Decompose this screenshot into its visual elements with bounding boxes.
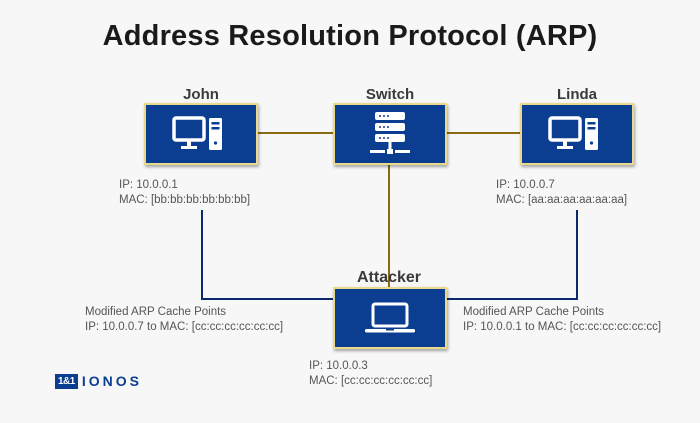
annotation-right-mapping: IP: 10.0.0.1 to MAC: [cc:cc:cc:cc:cc:cc] [463,321,662,333]
annotation-left-title: Modified ARP Cache Points [85,306,227,318]
annotation-left-mapping: IP: 10.0.0.7 to MAC: [cc:cc:cc:cc:cc:cc] [85,321,284,333]
switch-node[interactable] [333,103,447,165]
john-ip: IP: 10.0.0.1 [119,179,178,191]
linda-node[interactable] [520,103,634,165]
attacker-label: Attacker [356,269,422,286]
linda-label: Linda [557,86,597,103]
annotation-right-title: Modified ARP Cache Points [463,306,605,318]
network-switch-icon [370,112,410,154]
desktop-computer-icon [548,116,598,150]
link-john-attacker [201,210,335,300]
linda-info: IP: 10.0.0.7 MAC: [aa:aa:aa:aa:aa:aa] [496,178,627,208]
john-node[interactable] [144,103,258,165]
desktop-computer-icon [172,116,222,150]
ionos-logo: 1&1 IONOS [55,373,142,389]
linda-mac: MAC: [aa:aa:aa:aa:aa:aa] [496,194,628,206]
linda-ip: IP: 10.0.0.7 [496,179,555,191]
attacker-node[interactable] [333,287,447,349]
diagram-title: Address Resolution Protocol (ARP) [102,20,598,52]
logo-name: IONOS [81,373,142,389]
john-info: IP: 10.0.0.1 MAC: [bb:bb:bb:bb:bb:bb] [119,178,250,208]
john-label: John [183,86,219,103]
annotation-right: Modified ARP Cache Points IP: 10.0.0.1 t… [463,305,661,335]
logo-badge: 1&1 [55,373,78,389]
attacker-mac: MAC: [cc:cc:cc:cc:cc:cc] [309,375,433,387]
john-mac: MAC: [bb:bb:bb:bb:bb:bb] [119,194,251,206]
link-linda-attacker [447,210,578,300]
attacker-ip: IP: 10.0.0.3 [309,360,368,372]
laptop-icon [365,302,415,333]
attacker-info: IP: 10.0.0.3 MAC: [cc:cc:cc:cc:cc:cc] [309,359,432,389]
switch-label: Switch [365,86,415,103]
annotation-left: Modified ARP Cache Points IP: 10.0.0.7 t… [85,305,283,335]
